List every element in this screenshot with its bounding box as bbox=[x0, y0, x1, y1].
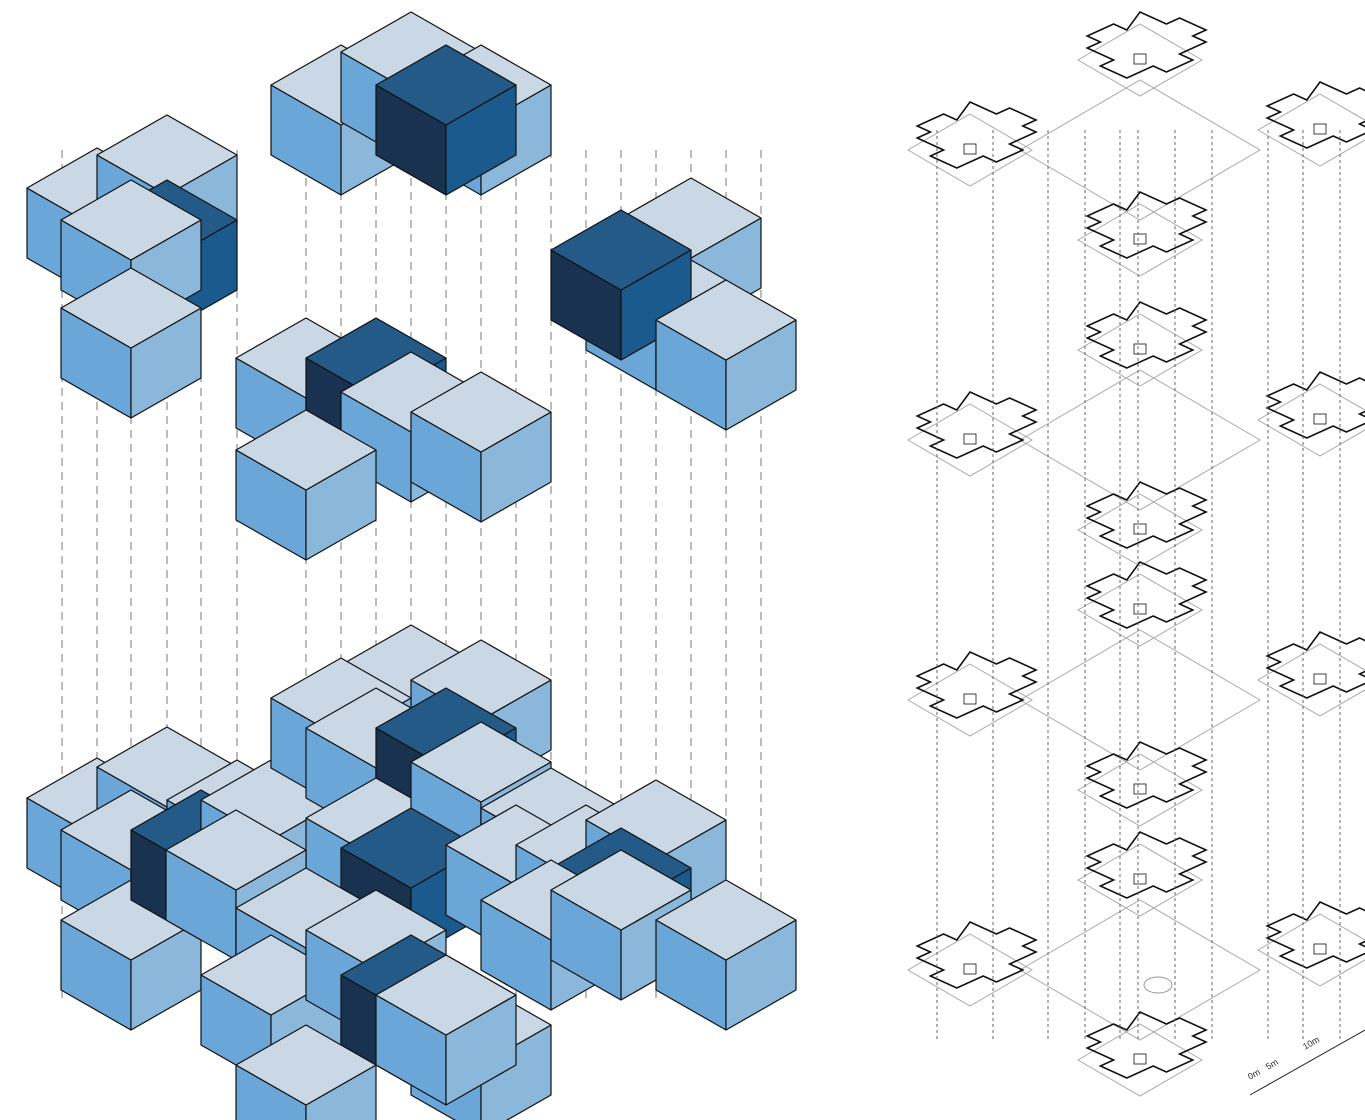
massing-blocks bbox=[26, 11, 797, 1120]
plan-level-2-unit-1-outline bbox=[1077, 573, 1203, 647]
plan-level-2-unit-3-outline bbox=[1077, 753, 1203, 827]
massing-group-upper-right bbox=[550, 177, 797, 431]
plan-level-3-unit-1-outline bbox=[1077, 313, 1203, 387]
plan-level-1-core-outline bbox=[1019, 899, 1261, 1041]
plan-level-1-unit-4-outline bbox=[907, 933, 1033, 1007]
plan-level-4-unit-2-outline bbox=[1257, 93, 1365, 167]
plan-level-4-unit-4-stair bbox=[963, 143, 977, 155]
plan-level-2-unit-2-walls bbox=[1265, 631, 1365, 699]
cube-top-face bbox=[410, 371, 552, 453]
massing-group-ground-cluster-cube-31 bbox=[375, 954, 517, 1106]
plan-level-4-unit-2-stair bbox=[1313, 123, 1327, 135]
plan-level-1-unit-4-stair bbox=[963, 963, 977, 975]
plan-level-3-unit-3-outline bbox=[1077, 493, 1203, 567]
plan-level-2-unit-3-stair bbox=[1133, 783, 1147, 795]
plan-level-4-unit-2-walls bbox=[1265, 81, 1365, 149]
massing-group-middle-center-cube-4 bbox=[235, 409, 377, 561]
massing-group-upper-left-cube-5 bbox=[60, 267, 202, 419]
plan-level-2-unit-2-stair bbox=[1313, 673, 1327, 685]
massing-group-upper-right-cube-4 bbox=[655, 279, 797, 431]
plan-level-3-core-outline bbox=[1019, 369, 1261, 511]
massing-group-middle-center bbox=[235, 317, 552, 561]
plan-level-1-unit-2-outline bbox=[1257, 913, 1365, 987]
plan-level-3-unit-4-stair bbox=[963, 433, 977, 445]
massing-group-ground-cluster bbox=[26, 624, 797, 1120]
cube-top-face bbox=[235, 409, 377, 491]
cube-top-face bbox=[550, 849, 692, 931]
plan-level-1-unit-3-walls bbox=[1085, 1011, 1208, 1079]
scale-label-5: 5m bbox=[1264, 1057, 1280, 1072]
plan-level-2 bbox=[907, 561, 1365, 827]
massing-group-ground-cluster-cube-23 bbox=[655, 879, 797, 1031]
plan-level-3-unit-4-outline bbox=[907, 403, 1033, 477]
plan-level-3-unit-2-stair bbox=[1313, 413, 1327, 425]
plan-level-2-unit-4-outline bbox=[907, 663, 1033, 737]
plan-level-4-unit-3-outline bbox=[1077, 203, 1203, 277]
plan-level-2-unit-2-outline bbox=[1257, 643, 1365, 717]
plan-level-2-unit-3-walls bbox=[1085, 741, 1208, 809]
plan-level-3-unit-3-stair bbox=[1133, 523, 1147, 535]
scale-label-10: 10m bbox=[1301, 1034, 1321, 1051]
plan-levels bbox=[907, 11, 1365, 1097]
massing-group-upper-left bbox=[26, 114, 238, 419]
plan-level-4-unit-3-walls bbox=[1085, 191, 1208, 259]
plan-level-3-unit-2-walls bbox=[1265, 371, 1365, 439]
plan-level-2-unit-1-walls bbox=[1085, 561, 1208, 629]
plan-level-1 bbox=[907, 831, 1365, 1097]
cube-top-face bbox=[655, 879, 797, 961]
plan-level-3-unit-1-walls bbox=[1085, 301, 1208, 369]
plan-level-3-unit-4-walls bbox=[915, 391, 1038, 459]
plan-level-2-core-outline bbox=[1019, 629, 1261, 771]
cube-top-face bbox=[375, 954, 517, 1036]
plan-level-1-unit-1-walls bbox=[1085, 831, 1208, 899]
plan-level-3-unit-1-stair bbox=[1133, 343, 1147, 355]
plan-level-4-unit-4-walls bbox=[915, 101, 1038, 169]
massing-group-middle-center-cube-5 bbox=[410, 371, 552, 523]
plan-level-2-unit-4-walls bbox=[915, 651, 1038, 719]
massing-group-ground-cluster-cube-29 bbox=[235, 1024, 377, 1120]
massing-group-ground-cluster-cube-5 bbox=[60, 879, 202, 1031]
plan-level-4-unit-1-outline bbox=[1077, 23, 1203, 97]
plan-level-4-unit-1-stair bbox=[1133, 53, 1147, 65]
cube-top-face bbox=[550, 209, 692, 291]
cube-top-face bbox=[410, 721, 552, 803]
plan-level-1-unit-2-stair bbox=[1313, 943, 1327, 955]
plan-level-1-unit-2-walls bbox=[1265, 901, 1365, 969]
plan-level-2-unit-4-stair bbox=[963, 693, 977, 705]
plan-level-1-unit-4-walls bbox=[915, 921, 1038, 989]
plan-level-4-unit-1-walls bbox=[1085, 11, 1208, 79]
plan-level-1-unit-3-outline bbox=[1077, 1023, 1203, 1097]
scale-label-0: 0m bbox=[1246, 1067, 1262, 1082]
plan-level-1-unit-1-stair bbox=[1133, 873, 1147, 885]
cube-top-face bbox=[235, 1024, 377, 1106]
massing-axonometric bbox=[26, 11, 797, 1120]
plan-level-4-unit-4-outline bbox=[907, 113, 1033, 187]
cube-top-face bbox=[655, 279, 797, 361]
massing-group-upper-center-cube-4 bbox=[375, 44, 517, 196]
plan-level-4-core-outline bbox=[1019, 79, 1261, 221]
plan-level-2-unit-1-stair bbox=[1133, 603, 1147, 615]
cube-top-face bbox=[60, 267, 202, 349]
massing-group-upper-center bbox=[270, 11, 552, 196]
plan-connectors bbox=[936, 130, 1341, 1040]
scale-bar-line bbox=[1249, 1029, 1365, 1096]
plan-level-4 bbox=[907, 11, 1365, 277]
plan-level-3-unit-3-walls bbox=[1085, 481, 1208, 549]
plan-level-1-unit-1-outline bbox=[1077, 843, 1203, 917]
center-emblem bbox=[1143, 976, 1173, 994]
cube-top-face bbox=[60, 179, 202, 261]
plan-level-4-unit-3-stair bbox=[1133, 233, 1147, 245]
ground-center-symbol bbox=[1143, 976, 1173, 994]
cube-top-face bbox=[165, 809, 307, 891]
plan-level-1-unit-3-stair bbox=[1133, 1053, 1147, 1065]
plan-level-3 bbox=[907, 301, 1365, 567]
massing-group-upper-right-cube-3 bbox=[550, 209, 692, 361]
cube-top-face bbox=[375, 44, 517, 126]
plan-level-3-unit-2-outline bbox=[1257, 383, 1365, 457]
